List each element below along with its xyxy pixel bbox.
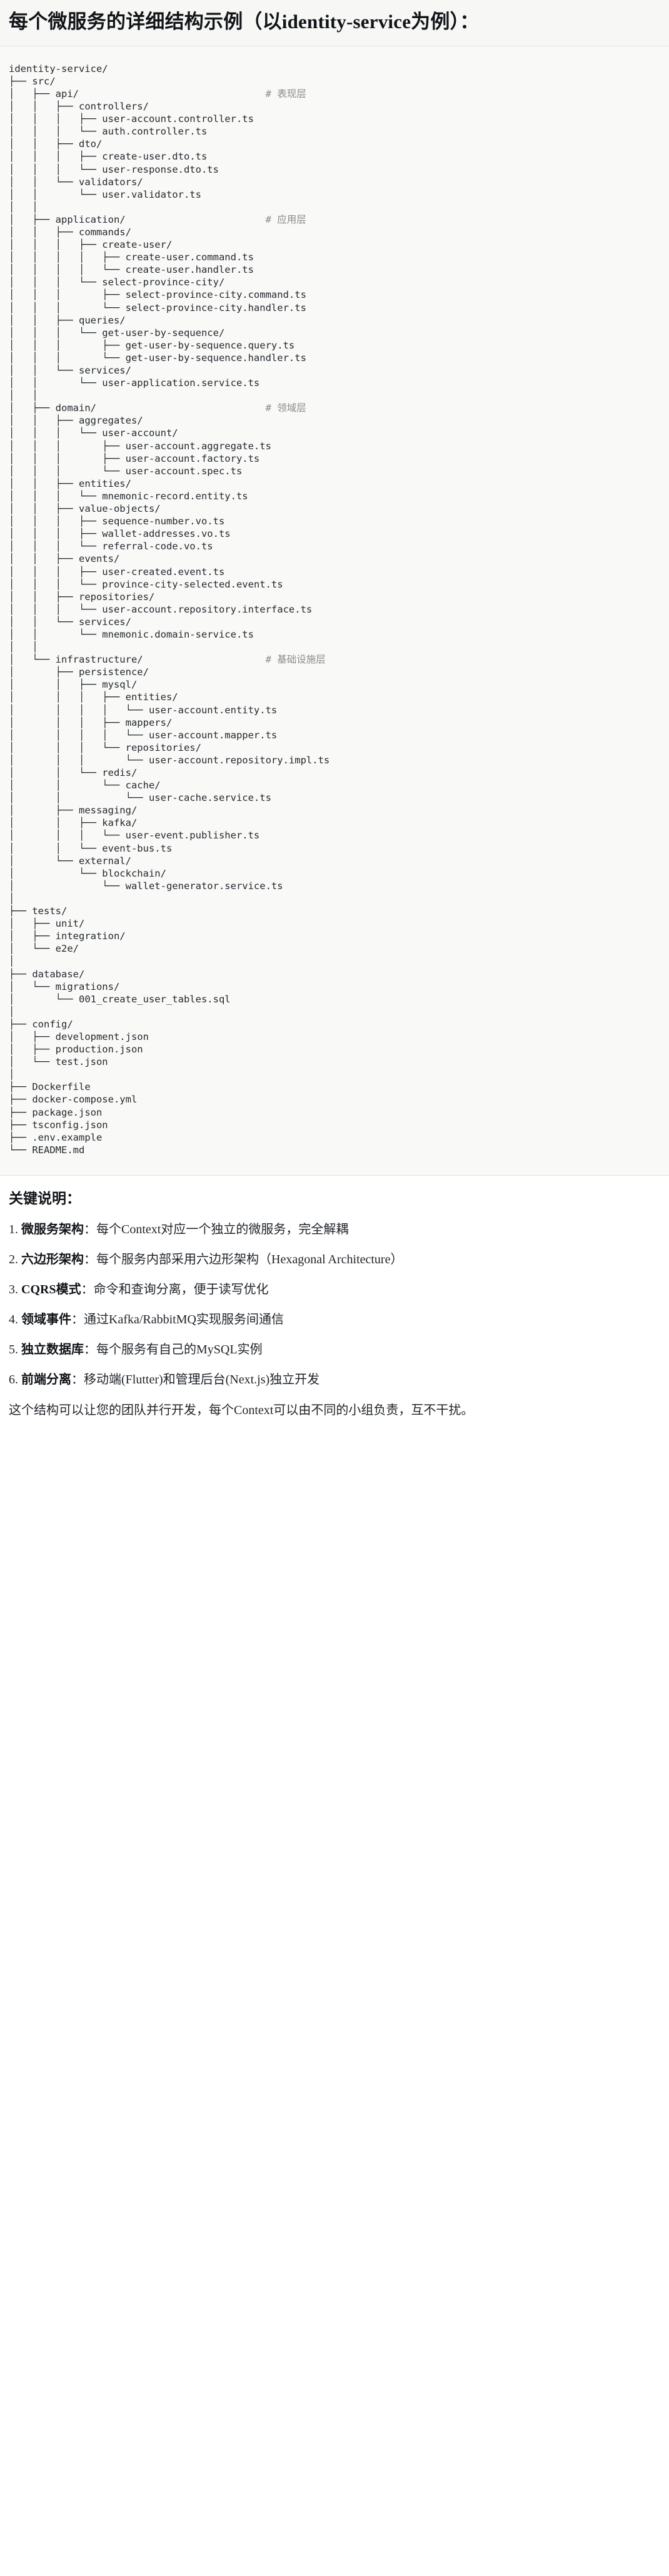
key-note-description: 每个Context对应一个独立的微服务，完全解耦 bbox=[96, 1222, 349, 1236]
tree-comment: # 基础设施层 bbox=[265, 654, 326, 666]
key-note-item: 领域事件：通过Kafka/RabbitMQ实现服务间通信 bbox=[9, 1311, 660, 1329]
key-note-separator: ： bbox=[71, 1372, 84, 1387]
tree-comment: # 表现层 bbox=[265, 88, 306, 99]
key-note-description: 通过Kafka/RabbitMQ实现服务间通信 bbox=[84, 1312, 284, 1326]
directory-tree-block: identity-service/ ├── src/ │ ├── api/ # … bbox=[0, 46, 669, 1176]
key-note-separator: ： bbox=[84, 1252, 96, 1266]
document-page: 每个微服务的详细结构示例（以identity-service为例）： ident… bbox=[0, 0, 669, 1436]
key-note-separator: ： bbox=[71, 1312, 84, 1326]
key-note-term: 前端分离 bbox=[21, 1372, 71, 1387]
key-note-description: 移动端(Flutter)和管理后台(Next.js)独立开发 bbox=[84, 1372, 320, 1387]
key-note-item: 独立数据库：每个服务有自己的MySQL实例 bbox=[9, 1341, 660, 1359]
key-note-separator: ： bbox=[84, 1222, 96, 1236]
tree-comment: # 领域层 bbox=[265, 402, 306, 414]
key-note-item: 微服务架构：每个Context对应一个独立的微服务，完全解耦 bbox=[9, 1221, 660, 1239]
key-note-item: 前端分离：移动端(Flutter)和管理后台(Next.js)独立开发 bbox=[9, 1371, 660, 1389]
key-note-separator: ： bbox=[81, 1282, 94, 1296]
key-note-term: CQRS模式 bbox=[21, 1282, 81, 1296]
key-note-term: 独立数据库 bbox=[21, 1342, 84, 1357]
key-note-description: 命令和查询分离，便于读写优化 bbox=[93, 1282, 269, 1296]
key-note-description: 每个服务内部采用六边形架构（Hexagonal Architecture） bbox=[96, 1252, 403, 1266]
key-notes-section: 关键说明： 微服务架构：每个Context对应一个独立的微服务，完全解耦六边形架… bbox=[0, 1175, 669, 1436]
directory-tree: identity-service/ ├── src/ │ ├── api/ # … bbox=[9, 63, 330, 1156]
closing-paragraph: 这个结构可以让您的团队并行开发，每个Context可以由不同的小组负责，互不干扰… bbox=[9, 1403, 474, 1417]
tree-comment: # 应用层 bbox=[265, 213, 306, 225]
key-note-term: 六边形架构 bbox=[21, 1252, 84, 1266]
page-title: 每个微服务的详细结构示例（以identity-service为例）： bbox=[9, 11, 480, 33]
key-note-item: CQRS模式：命令和查询分离，便于读写优化 bbox=[9, 1281, 660, 1299]
key-note-separator: ： bbox=[84, 1342, 96, 1357]
key-note-item: 六边形架构：每个服务内部采用六边形架构（Hexagonal Architectu… bbox=[9, 1251, 660, 1269]
key-note-term: 微服务架构 bbox=[21, 1222, 84, 1236]
key-notes-heading: 关键说明： bbox=[9, 1190, 81, 1206]
key-notes-list: 微服务架构：每个Context对应一个独立的微服务，完全解耦六边形架构：每个服务… bbox=[9, 1221, 660, 1389]
key-note-term: 领域事件 bbox=[21, 1312, 71, 1326]
key-note-description: 每个服务有自己的MySQL实例 bbox=[96, 1342, 263, 1357]
title-section: 每个微服务的详细结构示例（以identity-service为例）： bbox=[0, 0, 669, 46]
